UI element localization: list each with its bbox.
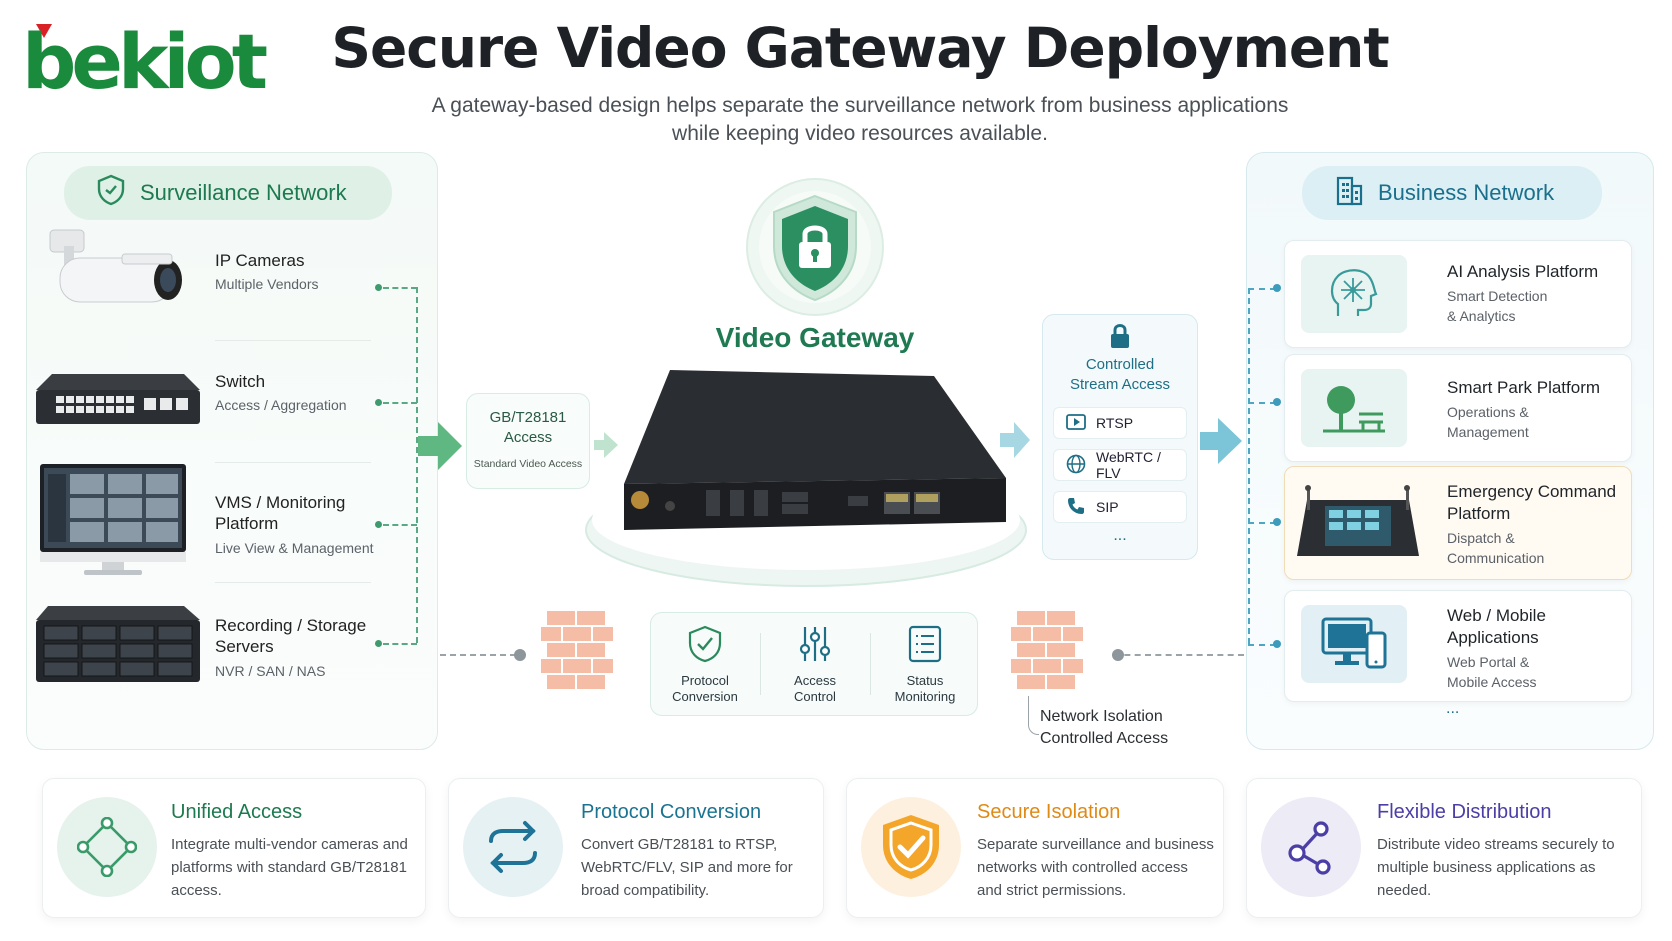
connector-dot	[375, 521, 382, 528]
more-indicator: ...	[1113, 527, 1127, 544]
connector-dot	[375, 640, 382, 647]
connector-dot	[1273, 640, 1281, 648]
isolation-line-right	[1114, 654, 1244, 656]
shield-icon	[96, 174, 126, 212]
command-console-image	[1293, 479, 1423, 569]
arrow-right-icon	[594, 430, 618, 460]
list-icon	[871, 625, 979, 667]
lock-icon	[1109, 323, 1131, 354]
divider	[215, 582, 371, 583]
benefit-flexible-distribution: Flexible Distribution Distribute video s…	[1246, 778, 1642, 918]
bekiot-logo: bekiot	[22, 17, 272, 106]
feature-protocol-conversion: Protocol Conversion	[651, 613, 759, 715]
benefit-protocol-conversion: Protocol Conversion Convert GB/T28181 to…	[448, 778, 824, 918]
device-sub: Live View & Management	[215, 540, 374, 556]
phone-icon	[1066, 496, 1086, 519]
connector-dot	[1273, 398, 1281, 406]
monitor-image	[40, 464, 186, 576]
app-ai-analysis: AI Analysis Platform Smart Detection & A…	[1284, 240, 1632, 348]
switch-image	[34, 366, 200, 436]
protocol-rtsp: RTSP	[1053, 407, 1187, 439]
connector-line	[383, 643, 417, 645]
connector-line	[383, 524, 417, 526]
firewall-right-icon	[1009, 600, 1086, 692]
isolation-line-left	[440, 654, 516, 656]
lock-shield-icon	[744, 176, 886, 318]
arrow-right-icon	[1000, 420, 1030, 460]
connector-dot	[375, 284, 382, 291]
shield-check-icon	[861, 797, 961, 897]
connector-line	[1248, 522, 1276, 524]
arrow-right-icon	[1200, 416, 1242, 466]
more-indicator: ...	[1446, 700, 1460, 717]
svg-text:bekiot: bekiot	[22, 22, 267, 100]
app-emergency-command: Emergency Command Platform Dispatch & Co…	[1284, 466, 1632, 580]
page-title: Secure Video Gateway Deployment	[331, 16, 1389, 80]
page-subtitle: A gateway-based design helps separate th…	[431, 94, 1289, 145]
divider	[215, 462, 371, 463]
device-name: VMS / Monitoring Platform	[215, 493, 346, 533]
device-name: IP Cameras	[215, 251, 305, 270]
isolation-dot	[514, 649, 526, 661]
business-network-header: Business Network	[1302, 166, 1602, 220]
swap-arrows-icon	[463, 797, 563, 897]
globe-icon	[1066, 454, 1086, 477]
isolation-label: Network Isolation Controlled Access	[1040, 708, 1169, 747]
device-sub: Multiple Vendors	[215, 276, 319, 292]
network-nodes-icon	[57, 797, 157, 897]
connector-dot	[1273, 284, 1281, 292]
storage-server-image	[34, 604, 200, 686]
ai-brain-icon	[1301, 255, 1407, 333]
device-name: Recording / Storage Servers	[215, 616, 367, 656]
sliders-icon	[761, 625, 869, 667]
app-smart-park: Smart Park Platform Operations & Managem…	[1284, 354, 1632, 462]
benefit-unified-access: Unified Access Integrate multi-vendor ca…	[42, 778, 426, 918]
gateway-title: Video Gateway	[715, 322, 915, 353]
connector-bus	[416, 287, 418, 643]
building-icon	[1334, 174, 1364, 212]
share-icon	[1261, 797, 1361, 897]
device-sub: Access / Aggregation	[215, 397, 347, 413]
isolation-bracket	[1028, 696, 1039, 735]
firewall-left-icon	[539, 600, 616, 692]
connector-dot	[1273, 518, 1281, 526]
connector-line	[1248, 288, 1276, 290]
device-sub: NVR / SAN / NAS	[215, 663, 326, 679]
gb28181-access-box: GB/T28181 Access Standard Video Access	[466, 393, 590, 489]
benefit-secure-isolation: Secure Isolation Separate surveillance a…	[846, 778, 1224, 918]
stream-access-box: Controlled Stream Access RTSP WebRTC / F…	[1042, 314, 1198, 560]
shield-check-icon	[651, 625, 759, 667]
connector-line	[1248, 644, 1276, 646]
protocol-sip: SIP	[1053, 491, 1187, 523]
play-icon	[1066, 413, 1086, 433]
feature-status-monitoring: Status Monitoring	[871, 613, 979, 715]
protocol-webrtc-flv: WebRTC / FLV	[1053, 449, 1187, 481]
connector-line	[383, 402, 417, 404]
desktop-mobile-icon	[1301, 605, 1407, 683]
ip-camera-image	[42, 228, 192, 318]
connector-line	[383, 287, 417, 289]
connector-bus	[1248, 288, 1250, 644]
tree-bench-icon	[1301, 369, 1407, 447]
surveillance-network-header: Surveillance Network	[64, 166, 392, 220]
connector-dot	[375, 399, 382, 406]
arrow-right-icon	[418, 420, 462, 472]
app-web-mobile: Web / Mobile Applications Web Portal & M…	[1284, 590, 1632, 702]
feature-access-control: Access Control	[761, 613, 869, 715]
gateway-features: Protocol Conversion Access Control Statu…	[650, 612, 978, 716]
connector-line	[1248, 402, 1276, 404]
isolation-dot	[1112, 649, 1124, 661]
device-name: Switch	[215, 372, 266, 391]
gateway-device-image	[614, 368, 1006, 540]
divider	[215, 340, 371, 341]
